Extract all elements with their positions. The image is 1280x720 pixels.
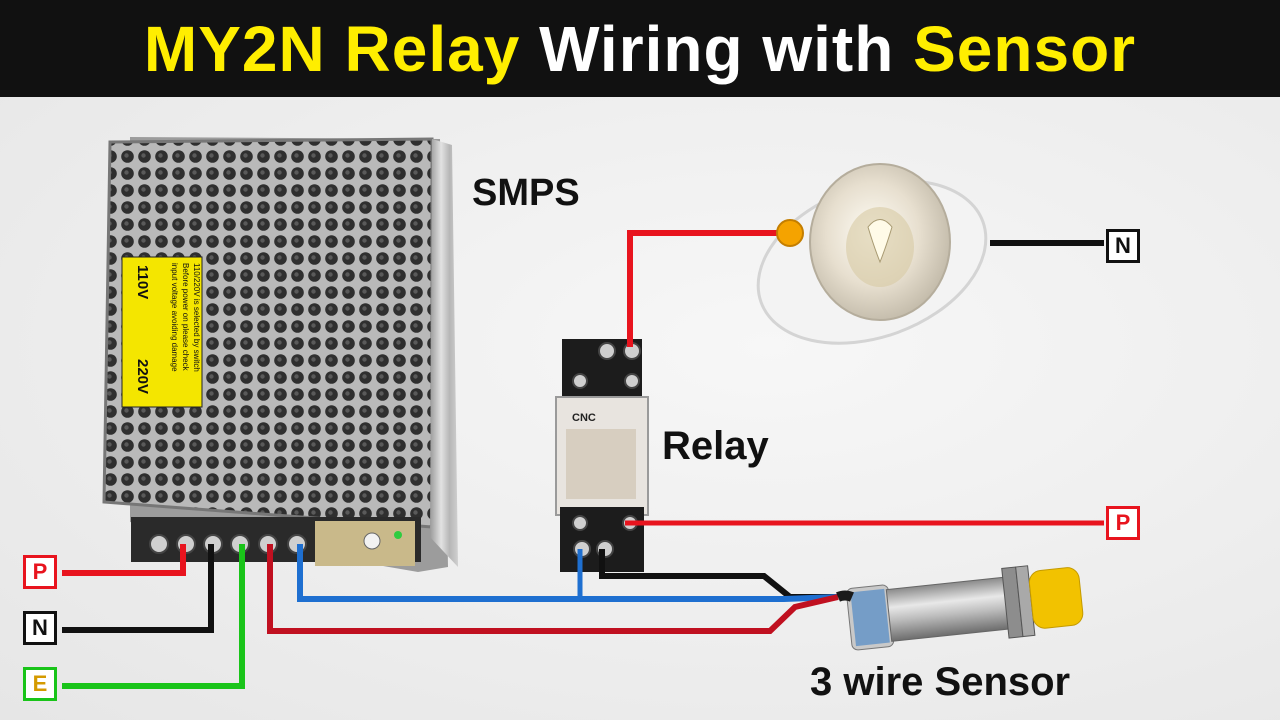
sensor-blue-label bbox=[850, 588, 890, 647]
wire-relay-to-lamp bbox=[627, 230, 790, 347]
smps-adjust-pot bbox=[363, 532, 381, 550]
wires bbox=[62, 230, 1104, 689]
sensor-yellow-cap bbox=[1028, 567, 1084, 629]
sensor-cable bbox=[836, 590, 854, 602]
bulb-filament bbox=[867, 219, 893, 264]
relay-label: Relay bbox=[662, 424, 769, 468]
title-bar: MY2N Relay Wiring with Sensor bbox=[0, 0, 1280, 97]
wire-supply-earth bbox=[62, 544, 245, 689]
sensor-label: 3 wire Sensor bbox=[810, 660, 1071, 704]
wire-smps-blue-to-sensor bbox=[297, 544, 839, 602]
lamp-terminal-dot bbox=[776, 219, 804, 247]
wire-smps-red-to-sensor bbox=[267, 544, 839, 634]
diagram-area: 110/220V is selected by switch Before po… bbox=[0, 97, 1280, 720]
page-title: MY2N Relay Wiring with Sensor bbox=[144, 12, 1136, 86]
relay-brand: CNC bbox=[572, 412, 596, 424]
proximity-sensor bbox=[846, 565, 1084, 651]
sensor-threaded-body bbox=[885, 576, 1012, 642]
relay-coil bbox=[566, 429, 636, 499]
smps-cover-edge bbox=[430, 139, 458, 567]
supply-earth-terminal: E bbox=[23, 667, 57, 701]
title-word-relay: Relay bbox=[344, 12, 521, 85]
smps-label: SMPS bbox=[472, 172, 580, 214]
title-word-sensor: Sensor bbox=[913, 12, 1137, 85]
relay-unit: CNC bbox=[555, 339, 649, 572]
lamp-neutral-terminal: N bbox=[1106, 229, 1140, 263]
relay-phase-terminal: P bbox=[1106, 506, 1140, 540]
sticker-110v: 110V bbox=[134, 265, 151, 299]
title-word-wiring-with: Wiring with bbox=[539, 12, 895, 85]
sticker-line-1: 110/220V is selected by switch bbox=[192, 263, 201, 372]
sticker-line-3: input voltage avoiding damage bbox=[170, 263, 179, 372]
smps-unit: 110/220V is selected by switch Before po… bbox=[102, 137, 458, 572]
supply-neutral-terminal: N bbox=[23, 611, 57, 645]
smps-led bbox=[394, 531, 402, 539]
supply-phase-terminal: P bbox=[23, 555, 57, 589]
sticker-220v: 220V bbox=[134, 359, 151, 394]
lamp-assembly bbox=[756, 163, 988, 345]
title-word-my2n: MY2N bbox=[143, 12, 326, 85]
wire-supply-phase bbox=[62, 544, 186, 576]
wiring-diagram: 110/220V is selected by switch Before po… bbox=[62, 137, 1104, 689]
wire-supply-neutral bbox=[62, 544, 214, 633]
smps-warning-sticker: 110/220V is selected by switch Before po… bbox=[121, 256, 203, 408]
sticker-line-2: Before power on please check bbox=[181, 263, 190, 372]
